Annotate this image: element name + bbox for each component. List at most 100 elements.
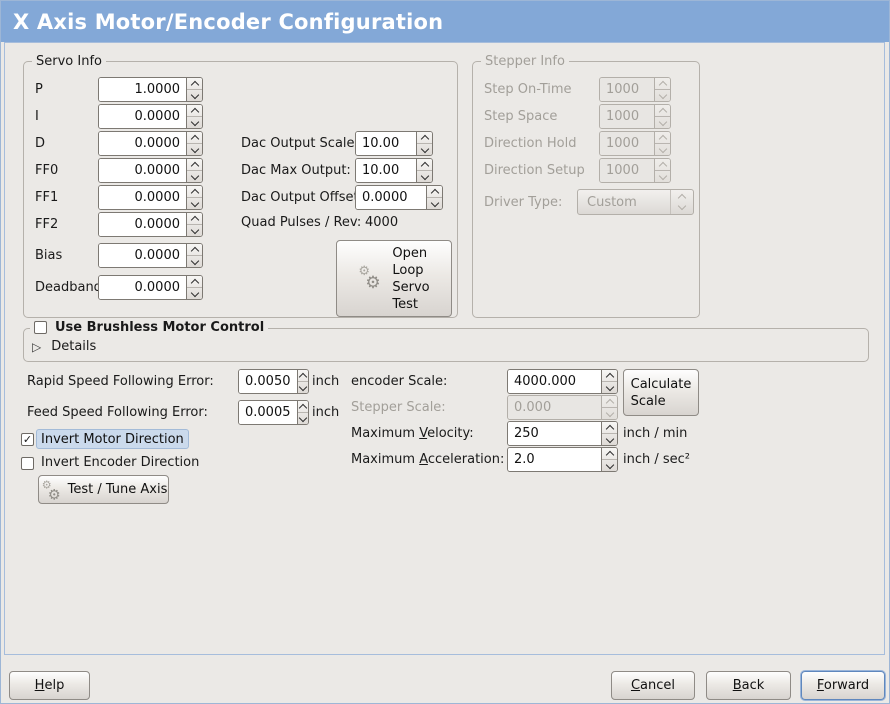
spin-down-icon[interactable] bbox=[427, 197, 442, 209]
servo-label-p: P bbox=[35, 82, 43, 97]
deadband-spinbox[interactable]: 0.0000 bbox=[98, 275, 203, 300]
dac-max-output-spinbox[interactable]: 10.00 bbox=[355, 158, 433, 183]
spin-down-icon[interactable] bbox=[187, 143, 202, 155]
bias-input[interactable]: 0.0000 bbox=[99, 244, 186, 267]
feed-following-error-label: Feed Speed Following Error: bbox=[27, 405, 208, 420]
test-tune-axis-button[interactable]: ⚙⚙ Test / Tune Axis bbox=[38, 475, 169, 504]
brushless-legend: Use Brushless Motor Control bbox=[30, 319, 269, 336]
spin-down-icon[interactable] bbox=[417, 143, 432, 155]
spin-up-icon bbox=[602, 396, 617, 407]
max-velocity-spinbox[interactable]: 250 bbox=[507, 421, 618, 446]
step-on-time-label: Step On-Time bbox=[484, 82, 572, 97]
d-input[interactable]: 0.0000 bbox=[99, 132, 186, 155]
p-spinbox[interactable]: 1.0000 bbox=[98, 77, 203, 102]
spin-down-icon[interactable] bbox=[417, 170, 432, 182]
spin-down-icon[interactable] bbox=[187, 116, 202, 128]
spin-down-icon[interactable] bbox=[187, 170, 202, 182]
spin-up-icon[interactable] bbox=[602, 370, 617, 381]
rapid-following-error-input[interactable]: 0.0050 bbox=[239, 370, 297, 393]
stepper-info-legend: Stepper Info bbox=[481, 53, 569, 70]
spin-down-icon[interactable] bbox=[187, 255, 202, 267]
dac-output-offset-input[interactable]: 0.0000 bbox=[356, 186, 426, 209]
forward-button[interactable]: Forward bbox=[801, 671, 885, 700]
open-loop-servo-test-button[interactable]: ⚙⚙ Open Loop Servo Test bbox=[336, 240, 452, 317]
ff2-spinbox[interactable]: 0.0000 bbox=[98, 212, 203, 237]
i-spinbox[interactable]: 0.0000 bbox=[98, 104, 203, 129]
direction-hold-spinbox: 1000 bbox=[599, 131, 671, 156]
spin-down-icon[interactable] bbox=[297, 381, 308, 393]
spin-up-icon[interactable] bbox=[417, 132, 432, 143]
p-input[interactable]: 1.0000 bbox=[99, 78, 186, 101]
spin-up-icon[interactable] bbox=[187, 186, 202, 197]
rapid-following-error-spinbox[interactable]: 0.0050 bbox=[238, 369, 309, 394]
details-expander[interactable]: ▷ Details bbox=[32, 339, 96, 354]
max-velocity-input[interactable]: 250 bbox=[508, 422, 601, 445]
invert-motor-checkbox[interactable]: ✓ bbox=[21, 433, 34, 446]
spin-up-icon[interactable] bbox=[187, 213, 202, 224]
feed-following-error-spinbox[interactable]: 0.0005 bbox=[238, 400, 309, 425]
spin-down-icon[interactable] bbox=[602, 459, 617, 471]
invert-motor-label[interactable]: Invert Motor Direction bbox=[36, 429, 189, 449]
spin-up-icon[interactable] bbox=[187, 244, 202, 255]
test-tune-axis-label: Test / Tune Axis bbox=[67, 482, 168, 497]
spin-down-icon bbox=[655, 89, 670, 101]
spin-up-icon[interactable] bbox=[187, 105, 202, 116]
spin-up-icon[interactable] bbox=[602, 422, 617, 433]
use-brushless-checkbox[interactable] bbox=[34, 321, 47, 334]
encoder-scale-input[interactable]: 4000.000 bbox=[508, 370, 601, 393]
servo-info-legend: Servo Info bbox=[32, 53, 106, 70]
bias-spinbox[interactable]: 0.0000 bbox=[98, 243, 203, 268]
ff0-input[interactable]: 0.0000 bbox=[99, 159, 186, 182]
spin-up-icon[interactable] bbox=[298, 370, 309, 381]
deadband-input[interactable]: 0.0000 bbox=[99, 276, 186, 299]
help-button[interactable]: Help bbox=[9, 671, 90, 700]
max-acceleration-input[interactable]: 2.0 bbox=[508, 448, 601, 471]
servo-info-frame: Servo Info bbox=[23, 53, 458, 318]
spin-up-icon[interactable] bbox=[187, 159, 202, 170]
max-acceleration-spinbox[interactable]: 2.0 bbox=[507, 447, 618, 472]
gears-icon: ⚙⚙ bbox=[41, 478, 61, 504]
spin-down-icon[interactable] bbox=[602, 381, 617, 393]
spin-down-icon[interactable] bbox=[187, 89, 202, 101]
spin-down-icon[interactable] bbox=[187, 224, 202, 236]
expander-triangle-icon[interactable]: ▷ bbox=[32, 339, 42, 354]
cancel-label: Cancel bbox=[630, 678, 676, 693]
encoder-scale-spinbox[interactable]: 4000.000 bbox=[507, 369, 618, 394]
spin-down-icon[interactable] bbox=[602, 433, 617, 445]
feed-following-error-input[interactable]: 0.0005 bbox=[239, 401, 297, 424]
spin-up-icon[interactable] bbox=[187, 276, 202, 287]
spin-down-icon[interactable] bbox=[187, 287, 202, 299]
title-bar: X Axis Motor/Encoder Configuration bbox=[1, 1, 889, 42]
dac-max-output-input[interactable]: 10.00 bbox=[356, 159, 416, 182]
d-spinbox[interactable]: 0.0000 bbox=[98, 131, 203, 156]
ff1-input[interactable]: 0.0000 bbox=[99, 186, 186, 209]
details-label[interactable]: Details bbox=[51, 339, 97, 354]
spin-up-icon[interactable] bbox=[417, 159, 432, 170]
invert-encoder-checkbox[interactable] bbox=[21, 457, 34, 470]
rapid-following-error-unit: inch bbox=[312, 374, 340, 389]
ff2-input[interactable]: 0.0000 bbox=[99, 213, 186, 236]
spin-up-icon[interactable] bbox=[187, 78, 202, 89]
encoder-scale-label: encoder Scale: bbox=[351, 374, 448, 389]
direction-hold-label: Direction Hold bbox=[484, 136, 577, 151]
spin-up-icon[interactable] bbox=[298, 401, 309, 412]
dac-output-scale-spinbox[interactable]: 10.00 bbox=[355, 131, 433, 156]
i-input[interactable]: 0.0000 bbox=[99, 105, 186, 128]
spin-down-icon[interactable] bbox=[297, 412, 308, 424]
cancel-button[interactable]: Cancel bbox=[611, 671, 695, 700]
ff0-spinbox[interactable]: 0.0000 bbox=[98, 158, 203, 183]
spin-up-icon[interactable] bbox=[187, 132, 202, 143]
dac-output-scale-input[interactable]: 10.00 bbox=[356, 132, 416, 155]
ff1-spinbox[interactable]: 0.0000 bbox=[98, 185, 203, 210]
step-space-spinbox: 1000 bbox=[599, 104, 671, 129]
use-brushless-label[interactable]: Use Brushless Motor Control bbox=[55, 320, 265, 335]
spin-up-icon[interactable] bbox=[427, 186, 442, 197]
spin-down-icon[interactable] bbox=[187, 197, 202, 209]
servo-label-i: I bbox=[35, 109, 39, 124]
back-button[interactable]: Back bbox=[706, 671, 791, 700]
dac-output-offset-spinbox[interactable]: 0.0000 bbox=[355, 185, 443, 210]
calculate-scale-button[interactable]: Calculate Scale bbox=[623, 369, 699, 416]
step-on-time-spinbox: 1000 bbox=[599, 77, 671, 102]
spin-up-icon[interactable] bbox=[602, 448, 617, 459]
invert-encoder-label[interactable]: Invert Encoder Direction bbox=[41, 455, 200, 470]
